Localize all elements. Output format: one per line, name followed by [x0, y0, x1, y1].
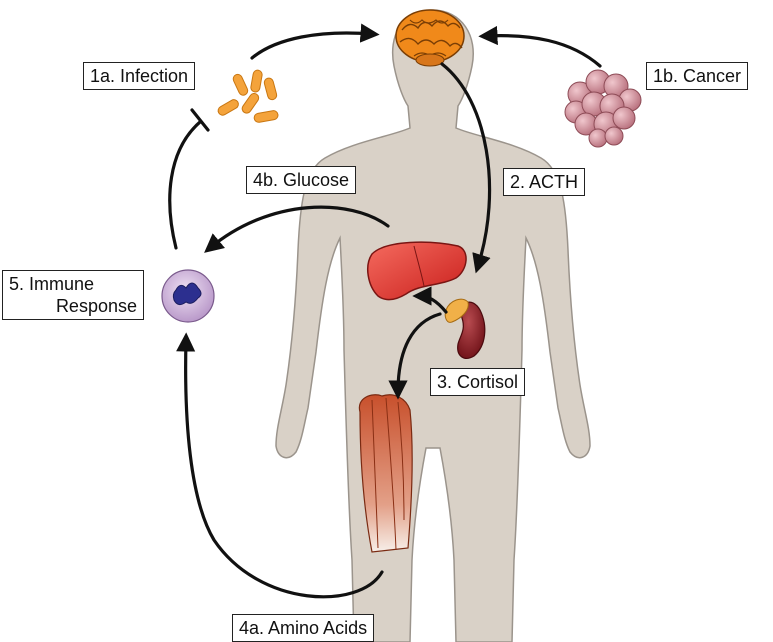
arrow-cortisol-to-liver — [412, 286, 448, 314]
label-immune-line2: Response — [55, 296, 137, 316]
liver-icon — [366, 241, 467, 301]
arrow-cortisol-to-muscle — [388, 312, 442, 400]
brain-icon — [395, 9, 465, 67]
arrow-muscle-to-immune-amino-acids — [176, 332, 384, 599]
label-cancer: 1b. Cancer — [646, 62, 749, 90]
bacteria-icon — [217, 69, 279, 123]
label-infection: 1a. Infection — [83, 62, 196, 90]
label-acth: 2. ACTH — [503, 168, 586, 196]
arrow-brain-to-adrenal-acth — [440, 62, 492, 274]
arrow-cancer-to-brain — [478, 25, 602, 68]
label-immune-line1: 5. Immune — [9, 274, 95, 294]
label-cortisol: 3. Cortisol — [430, 368, 526, 396]
label-amino-acids: 4a. Amino Acids — [232, 614, 375, 642]
human-body-silhouette — [275, 9, 591, 642]
arrow-infection-to-brain — [250, 23, 380, 60]
kidney-adrenal-icon — [444, 298, 486, 359]
thigh-muscle-icon — [358, 394, 413, 553]
immune-cell-icon — [161, 269, 215, 323]
inhibition-immune-to-infection — [168, 108, 210, 250]
pathway-arrows — [176, 23, 602, 599]
label-immune-response: 5. Immune Response — [2, 270, 144, 320]
arrow-liver-to-immune-glucose — [204, 205, 390, 253]
tumor-cluster-icon — [564, 69, 642, 148]
label-glucose: 4b. Glucose — [246, 166, 357, 194]
